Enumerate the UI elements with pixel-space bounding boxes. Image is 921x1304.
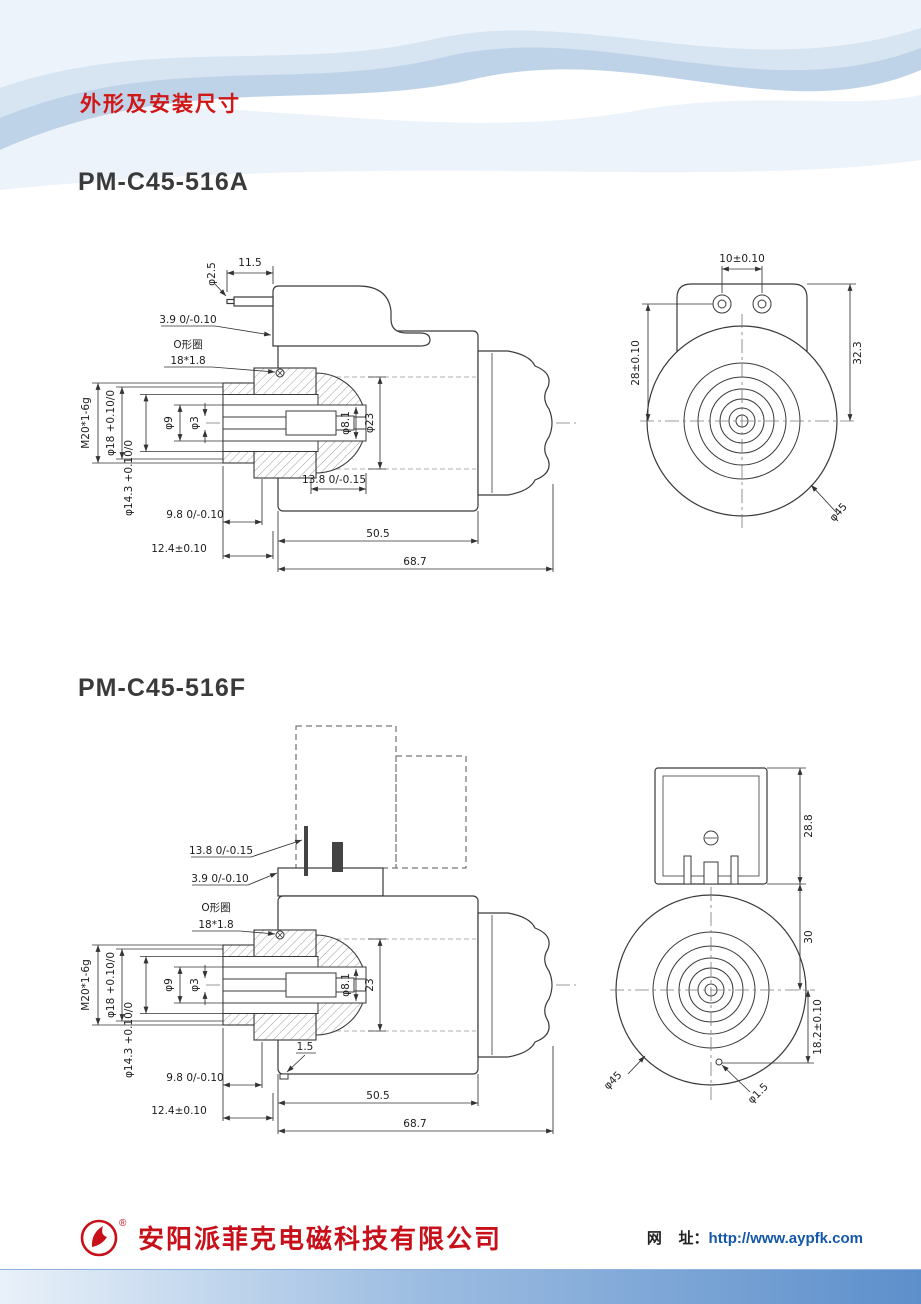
dim-label: 32.3 <box>852 341 864 364</box>
dim-label: φ3 <box>189 416 201 430</box>
dim-label: 18.2±0.10 <box>812 999 824 1055</box>
company-logo: ® <box>80 1218 127 1257</box>
ground-pin <box>703 861 719 885</box>
dim-label: φ18 +0.10/0 <box>105 390 117 456</box>
header-wave-decoration <box>0 0 921 250</box>
dim-label: 50.5 <box>366 528 389 540</box>
dim-label: O形圈 <box>201 902 230 914</box>
din-plug-phantom <box>295 725 397 869</box>
dim-label: φ23 <box>364 413 376 433</box>
registered-mark: ® <box>119 1218 127 1229</box>
dim-label: 28.8 <box>803 814 815 837</box>
dim-label: 9.8 0/-0.10 <box>166 509 223 521</box>
website-url: http://www.aypfk.com <box>708 1229 863 1247</box>
dim-label: O形圈 <box>173 339 202 351</box>
dim-label: M20*1-6g <box>80 397 92 449</box>
connector-pin <box>730 855 739 885</box>
website: 网 址：http://www.aypfk.com <box>647 1227 863 1248</box>
dim-label: 23 <box>364 978 376 991</box>
dim-label: φ14.3 +0.10/0 <box>123 1002 135 1078</box>
model-f-heading: PM-C45-516F <box>78 674 246 702</box>
dim-label: M20*1-6g <box>80 959 92 1011</box>
dim-label: φ2.5 <box>206 262 218 286</box>
dim-label: 13.8 0/-0.15 <box>189 845 253 857</box>
drawing-a-side-view: 11.5 φ2.5 3.9 0/-0.10 O形圈 18*1.8 M20*1-6… <box>80 257 576 572</box>
page-title: 外形及安装尺寸 <box>80 93 241 116</box>
dim-label: 10±0.10 <box>719 253 765 265</box>
dimensions-f-side: 13.8 0/-0.15 3.9 0/-0.10 O形圈 18*1.8 M20*… <box>80 839 554 1134</box>
terminal-blade <box>332 842 343 872</box>
cable-connector <box>272 285 431 347</box>
dim-label: 18*1.8 <box>198 919 233 931</box>
dim-label: φ45 <box>827 501 849 524</box>
dim-label: 68.7 <box>403 556 426 568</box>
bottom-gradient-bar <box>0 1269 921 1304</box>
dim-label: φ3 <box>189 978 201 992</box>
wave-band <box>0 95 921 190</box>
dim-label: φ18 +0.10/0 <box>105 952 117 1018</box>
connector-pin <box>683 855 692 885</box>
dim-label: 68.7 <box>403 1118 426 1130</box>
dim-label: φ9 <box>163 978 175 992</box>
model-a-heading: PM-C45-516A <box>78 168 249 196</box>
drawing-f-side-view: 13.8 0/-0.15 3.9 0/-0.10 O形圈 18*1.8 M20*… <box>80 725 576 1134</box>
small-hole <box>715 1058 723 1066</box>
dim-label: φ1.5 <box>746 1081 771 1106</box>
dim-label: 3.9 0/-0.10 <box>159 314 216 326</box>
logo-swoosh <box>91 1226 107 1247</box>
solenoid-a-front-outline <box>640 283 856 529</box>
solenoid-a-outline <box>222 285 553 512</box>
dim-label: 50.5 <box>366 1090 389 1102</box>
dim-label: 18*1.8 <box>170 355 205 367</box>
drawing-a-front-view: 10±0.10 28±0.10 32.3 φ45 <box>630 253 864 529</box>
knurled-nut <box>477 350 553 496</box>
dim-label: φ8.1 <box>340 973 352 997</box>
terminal-pin <box>304 826 308 876</box>
plunger <box>285 410 337 436</box>
website-label: 网 址： <box>646 1229 709 1247</box>
dim-label: 1.5 <box>297 1041 314 1053</box>
dim-label: 9.8 0/-0.10 <box>166 1072 223 1084</box>
dim-label: φ14.3 +0.10/0 <box>123 440 135 516</box>
terminal-pin-tip <box>226 298 235 305</box>
connector-base <box>277 867 384 897</box>
dim-label: φ8.1 <box>340 411 352 435</box>
dim-label: φ9 <box>163 416 175 430</box>
plunger <box>285 972 337 998</box>
dimensions-a-front: 10±0.10 28±0.10 32.3 φ45 <box>630 253 864 524</box>
locating-tab <box>279 1073 289 1080</box>
din-plug-gland-phantom <box>395 755 467 869</box>
knurled-nut <box>477 912 553 1058</box>
dim-label: 3.9 0/-0.10 <box>191 873 248 885</box>
company-name: 安阳派菲克电磁科技有限公司 <box>138 1223 503 1254</box>
dim-label: 30 <box>803 930 815 943</box>
dim-label: 11.5 <box>238 257 261 269</box>
footer: ® 安阳派菲克电磁科技有限公司 网 址：http://www.aypfk.com <box>78 1214 863 1260</box>
drawing-f-front-view: 28.8 30 18.2±0.10 φ45 φ1.5 <box>602 767 824 1106</box>
dim-label: φ45 <box>602 1069 625 1092</box>
terminal-pin <box>233 296 274 307</box>
wave-3 <box>0 0 921 88</box>
dim-label: 12.4±0.10 <box>151 1105 207 1117</box>
solenoid-f-outline <box>222 725 553 1080</box>
dim-label: 13.8 0/-0.15 <box>302 474 366 486</box>
solenoid-f-front-outline <box>610 767 815 1100</box>
dim-label: 28±0.10 <box>630 340 642 386</box>
dimensions-a-side: 11.5 φ2.5 3.9 0/-0.10 O形圈 18*1.8 M20*1-6… <box>80 257 554 572</box>
dim-label: 12.4±0.10 <box>151 543 207 555</box>
